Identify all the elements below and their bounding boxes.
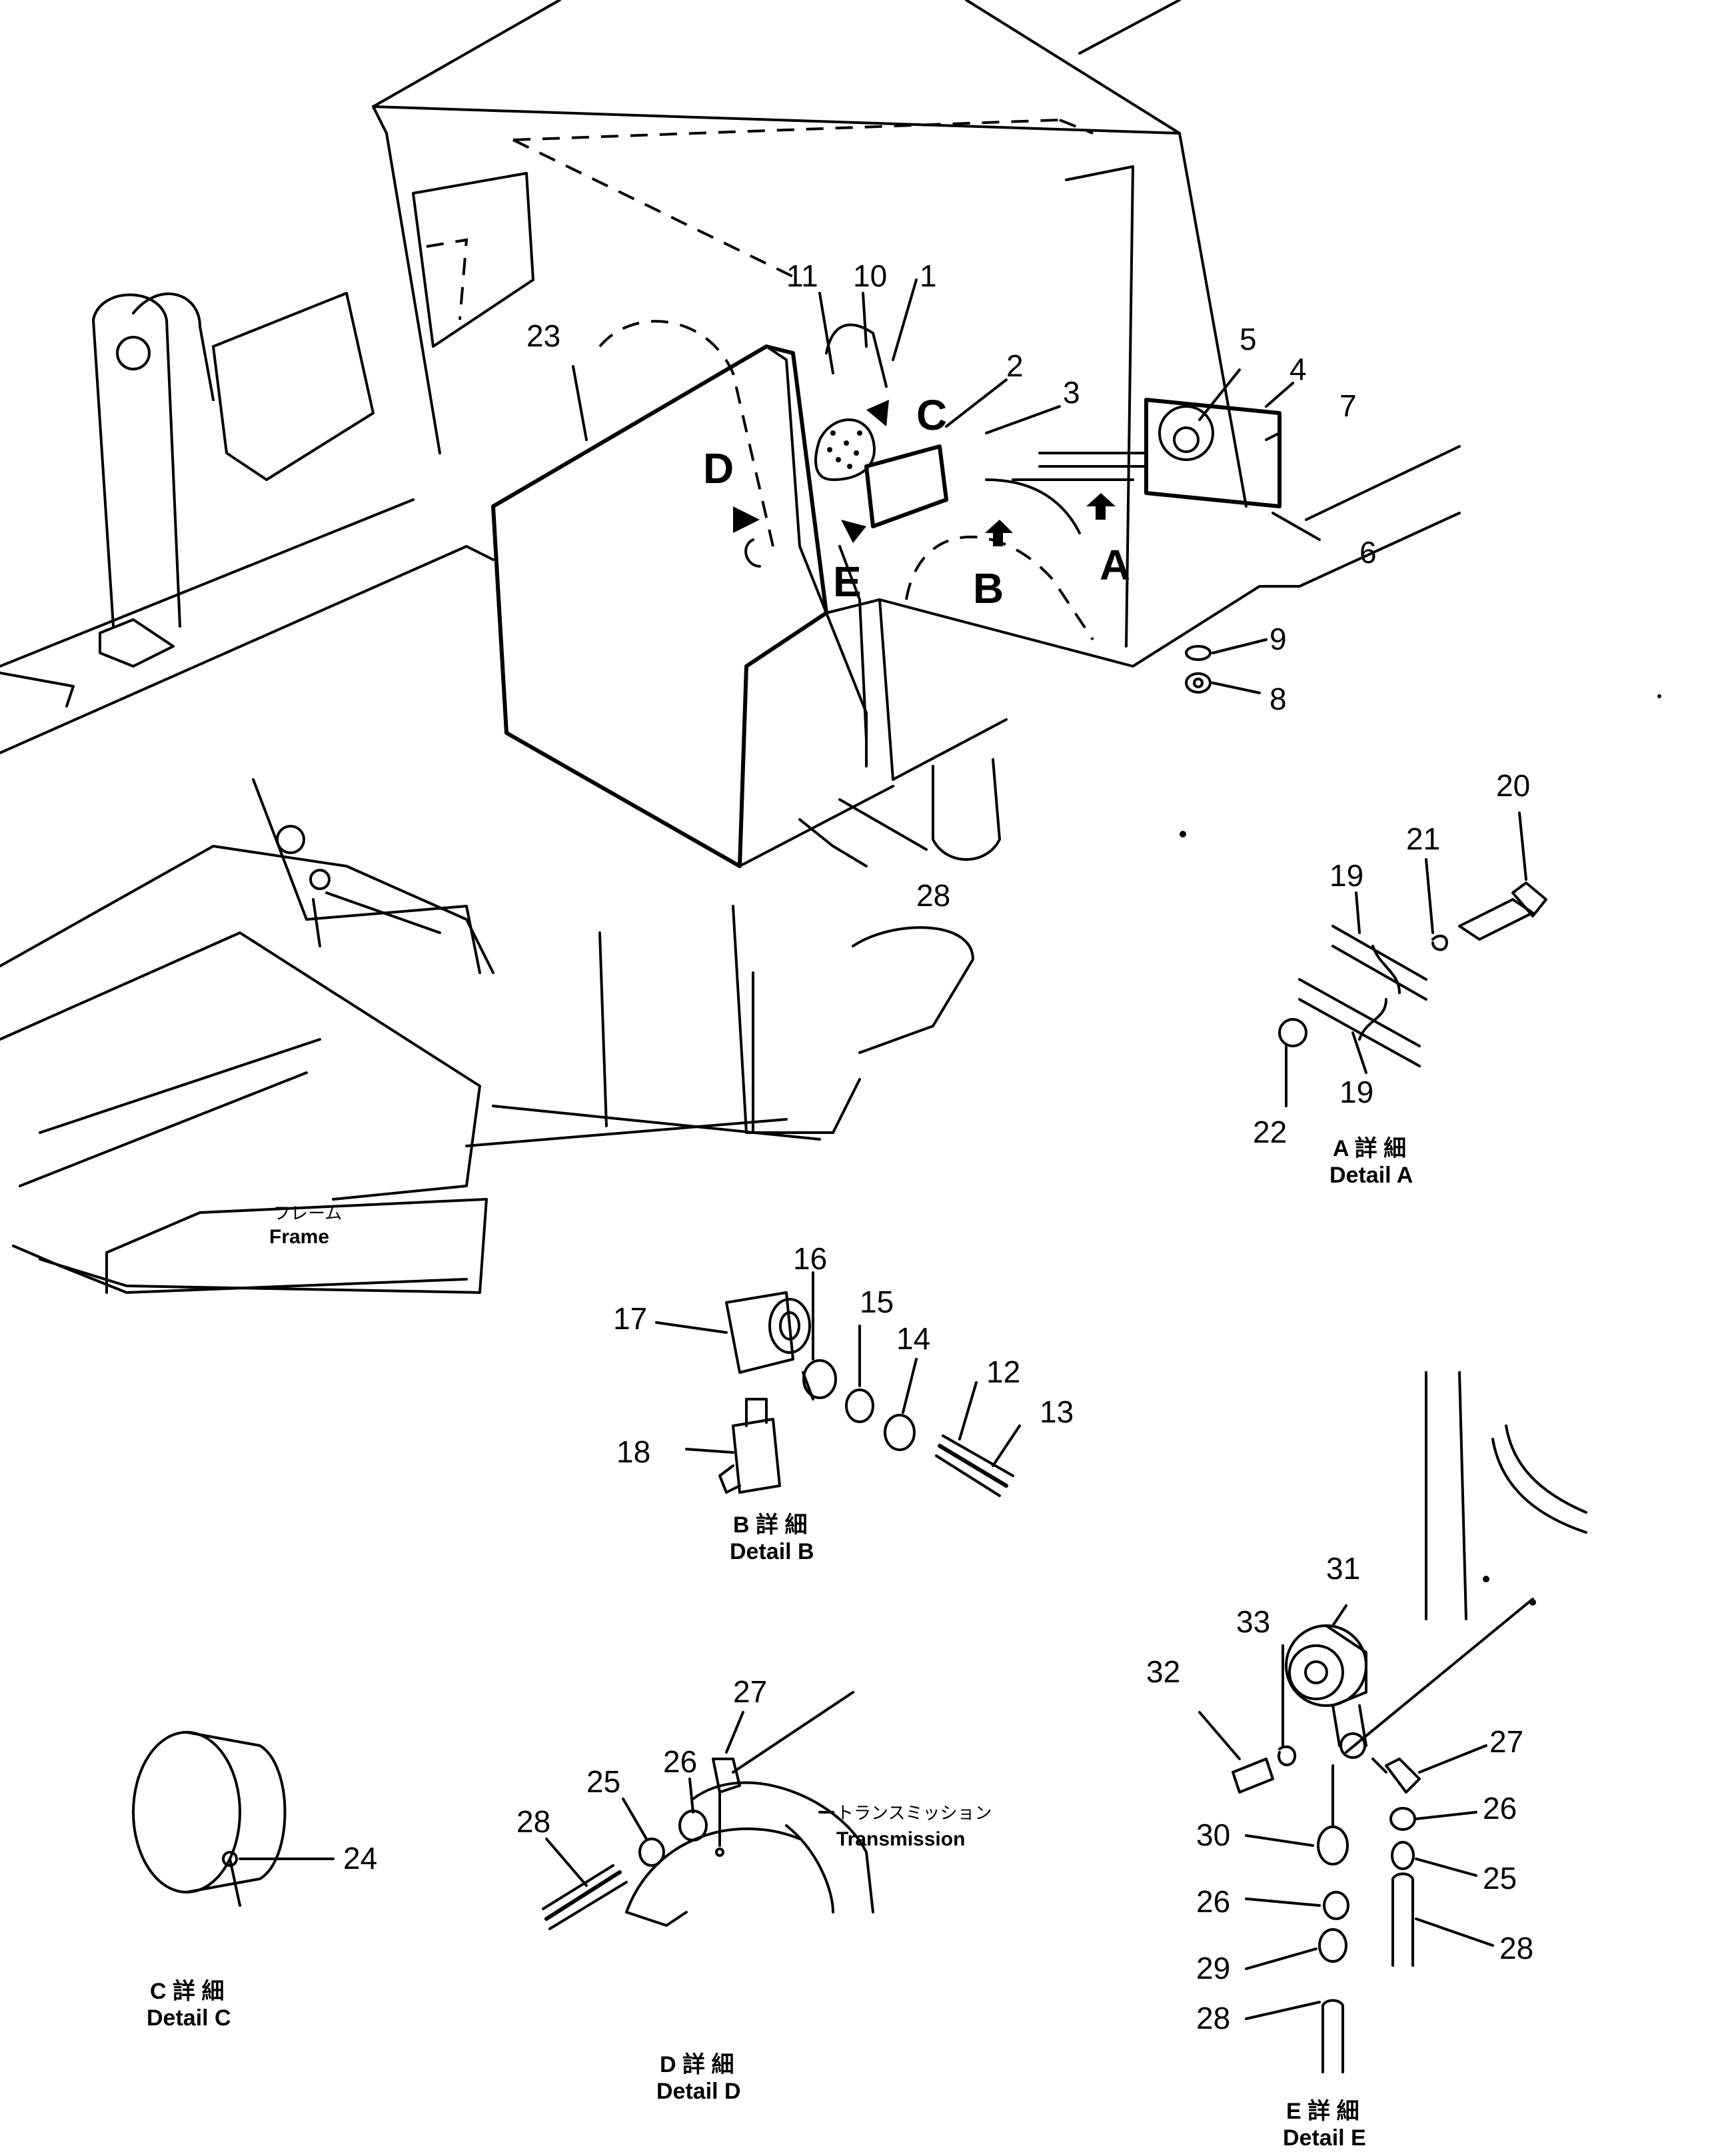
- detail-d-jp: D 詳 細: [660, 2052, 734, 2077]
- callout-25-e: 25: [1483, 1861, 1517, 1895]
- detail-e-jp: E 詳 細: [1286, 2099, 1359, 2124]
- callout-28-d: 28: [516, 1804, 550, 1839]
- detail-c-jp: C 詳 細: [150, 1979, 224, 2004]
- transmission-label: Transmission: [836, 1828, 965, 1850]
- main-callouts: [572, 278, 1321, 851]
- frame-label-jp: フレーム: [273, 1203, 342, 1223]
- callout-19-bottom: 19: [1339, 1075, 1373, 1109]
- callout-4: 4: [1289, 352, 1307, 386]
- callout-16: 16: [793, 1241, 827, 1276]
- detail-e-title: Detail E: [1283, 2125, 1366, 2151]
- callout-19-top: 19: [1329, 858, 1363, 893]
- view-marker-d: D: [703, 444, 734, 492]
- callout-8: 8: [1270, 682, 1287, 716]
- arrow-b-icon: [985, 520, 1013, 546]
- arrow-c-icon: [866, 400, 889, 426]
- callout-26-e-right: 26: [1483, 1791, 1517, 1826]
- callout-27-e: 27: [1489, 1724, 1523, 1759]
- callout-28-e-right: 28: [1499, 1931, 1533, 1965]
- detail-b-jp: B 詳 細: [733, 1512, 807, 1538]
- view-marker-a: A: [1100, 541, 1130, 589]
- callout-21: 21: [1406, 821, 1440, 856]
- callout-26-d: 26: [663, 1744, 697, 1779]
- detail-a: [1278, 811, 1547, 1107]
- callout-1: 1: [920, 259, 937, 293]
- callout-14: 14: [896, 1321, 930, 1356]
- main-assembly: フレーム Frame: [0, 0, 1461, 1294]
- callout-20: 20: [1496, 768, 1530, 803]
- callout-23: 23: [526, 318, 560, 353]
- callout-31: 31: [1326, 1551, 1360, 1586]
- detail-a-title: Detail A: [1329, 1163, 1413, 1188]
- callout-13: 13: [1040, 1394, 1074, 1429]
- callout-28-main: 28: [916, 878, 950, 913]
- callout-11: 11: [786, 259, 818, 293]
- callout-7: 7: [1339, 388, 1357, 423]
- arrow-d-icon: [733, 506, 760, 533]
- detail-e: [1198, 1371, 1587, 2073]
- view-marker-b: B: [973, 564, 1004, 612]
- callout-33: 33: [1236, 1604, 1270, 1639]
- view-arrows: [733, 400, 1116, 546]
- callout-6: 6: [1359, 535, 1377, 570]
- callout-24: 24: [343, 1841, 377, 1876]
- callout-10: 10: [853, 259, 887, 293]
- detail-b: [655, 1271, 1021, 1497]
- callout-28-e-left: 28: [1196, 2001, 1230, 2035]
- detail-d-title: Detail D: [656, 2079, 741, 2104]
- callout-18: 18: [616, 1434, 650, 1469]
- callout-17: 17: [613, 1301, 647, 1336]
- view-marker-e: E: [833, 558, 862, 606]
- detail-c: [132, 1731, 335, 1907]
- view-marker-c: C: [916, 391, 947, 439]
- callout-2: 2: [1006, 348, 1024, 383]
- callout-22: 22: [1253, 1115, 1287, 1149]
- detail-b-title: Detail B: [730, 1539, 814, 1564]
- frame-label: Frame: [269, 1226, 329, 1248]
- callout-27-d: 27: [733, 1674, 767, 1709]
- callout-26-e-left: 26: [1196, 1884, 1230, 1919]
- callout-3: 3: [1063, 375, 1080, 410]
- detail-c-title: Detail C: [147, 2005, 231, 2031]
- callout-32: 32: [1146, 1654, 1180, 1689]
- callout-29: 29: [1196, 1951, 1230, 1985]
- callout-9: 9: [1270, 622, 1287, 656]
- callout-30: 30: [1196, 1818, 1230, 1852]
- arrow-a-icon: [1086, 493, 1116, 520]
- callout-15: 15: [860, 1285, 894, 1319]
- callout-25-d: 25: [586, 1764, 620, 1799]
- detail-a-jp: A 詳 細: [1333, 1136, 1406, 1161]
- detail-d: [542, 1691, 874, 1930]
- transmission-label-jp: トランスミッション: [836, 1803, 992, 1823]
- arrow-e-icon: [841, 520, 866, 543]
- callout-12: 12: [986, 1354, 1020, 1389]
- callout-5: 5: [1240, 322, 1257, 356]
